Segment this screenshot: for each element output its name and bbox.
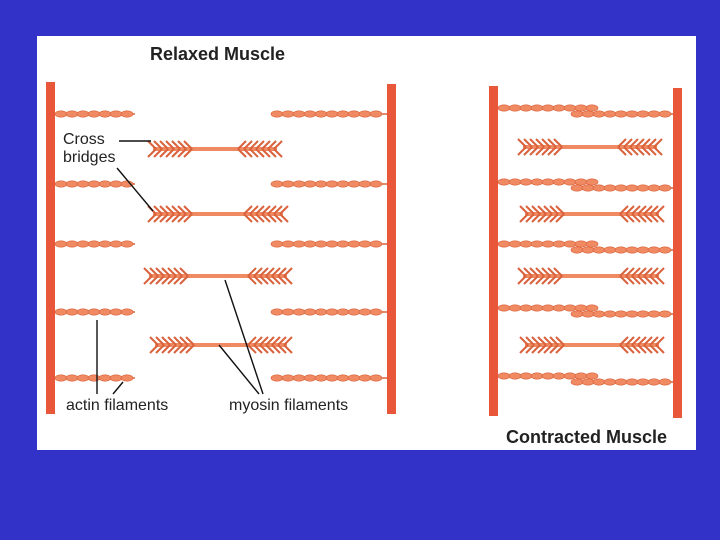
myosin-filament (519, 205, 665, 223)
actin-filament-right (570, 310, 673, 318)
muscle-contraction-diagram: Relaxed Muscle Contracted Muscle Cross b… (46, 44, 682, 447)
myosin-filament (147, 205, 289, 223)
cross-bridges-label-line2: bridges (63, 149, 115, 166)
actin-filament-left (54, 180, 135, 188)
myosin-filament (517, 267, 665, 285)
pointer-line (218, 344, 260, 395)
z-line-left-contracted (489, 86, 498, 416)
myosin-filament (519, 336, 665, 354)
myosin-filament (147, 140, 283, 158)
pointer-line (224, 279, 264, 395)
contracted-muscle-section (489, 86, 682, 418)
actin-filament-left (497, 304, 599, 312)
contracted-muscle-title: Contracted Muscle (506, 427, 667, 447)
actin-filament-left (54, 110, 135, 118)
cross-bridges-label-line1: Cross (63, 131, 105, 148)
myosin-filament (517, 138, 663, 156)
actin-filaments-label: actin filaments (66, 397, 168, 414)
actin-filament-right (570, 184, 673, 192)
relaxed-muscle-section (46, 82, 396, 414)
z-line-left-relaxed (46, 82, 55, 414)
actin-filament-right (570, 110, 673, 118)
actin-filament-right (270, 180, 387, 188)
z-line-right-relaxed (387, 84, 396, 414)
myosin-filament (143, 267, 293, 285)
pointer-line (112, 381, 124, 395)
actin-filament-left (497, 240, 599, 248)
actin-filament-right (570, 378, 673, 386)
z-line-right-contracted (673, 88, 682, 418)
myosin-filament (149, 336, 293, 354)
actin-filament-left (54, 374, 135, 382)
actin-filament-left (54, 308, 135, 316)
actin-filament-left (497, 178, 599, 186)
actin-filament-right (270, 374, 387, 382)
diagram-panel: Relaxed Muscle Contracted Muscle Cross b… (37, 36, 696, 450)
actin-filament-left (497, 104, 599, 112)
actin-filament-right (270, 110, 387, 118)
actin-filament-left (54, 240, 135, 248)
actin-filament-right (270, 308, 387, 316)
pointer-line (116, 167, 154, 212)
actin-filament-left (497, 372, 599, 380)
actin-filament-right (570, 246, 673, 254)
relaxed-muscle-title: Relaxed Muscle (150, 44, 285, 64)
myosin-filaments-label: myosin filaments (229, 397, 348, 414)
label-pointer-lines (96, 140, 264, 395)
actin-filament-right (270, 240, 387, 248)
